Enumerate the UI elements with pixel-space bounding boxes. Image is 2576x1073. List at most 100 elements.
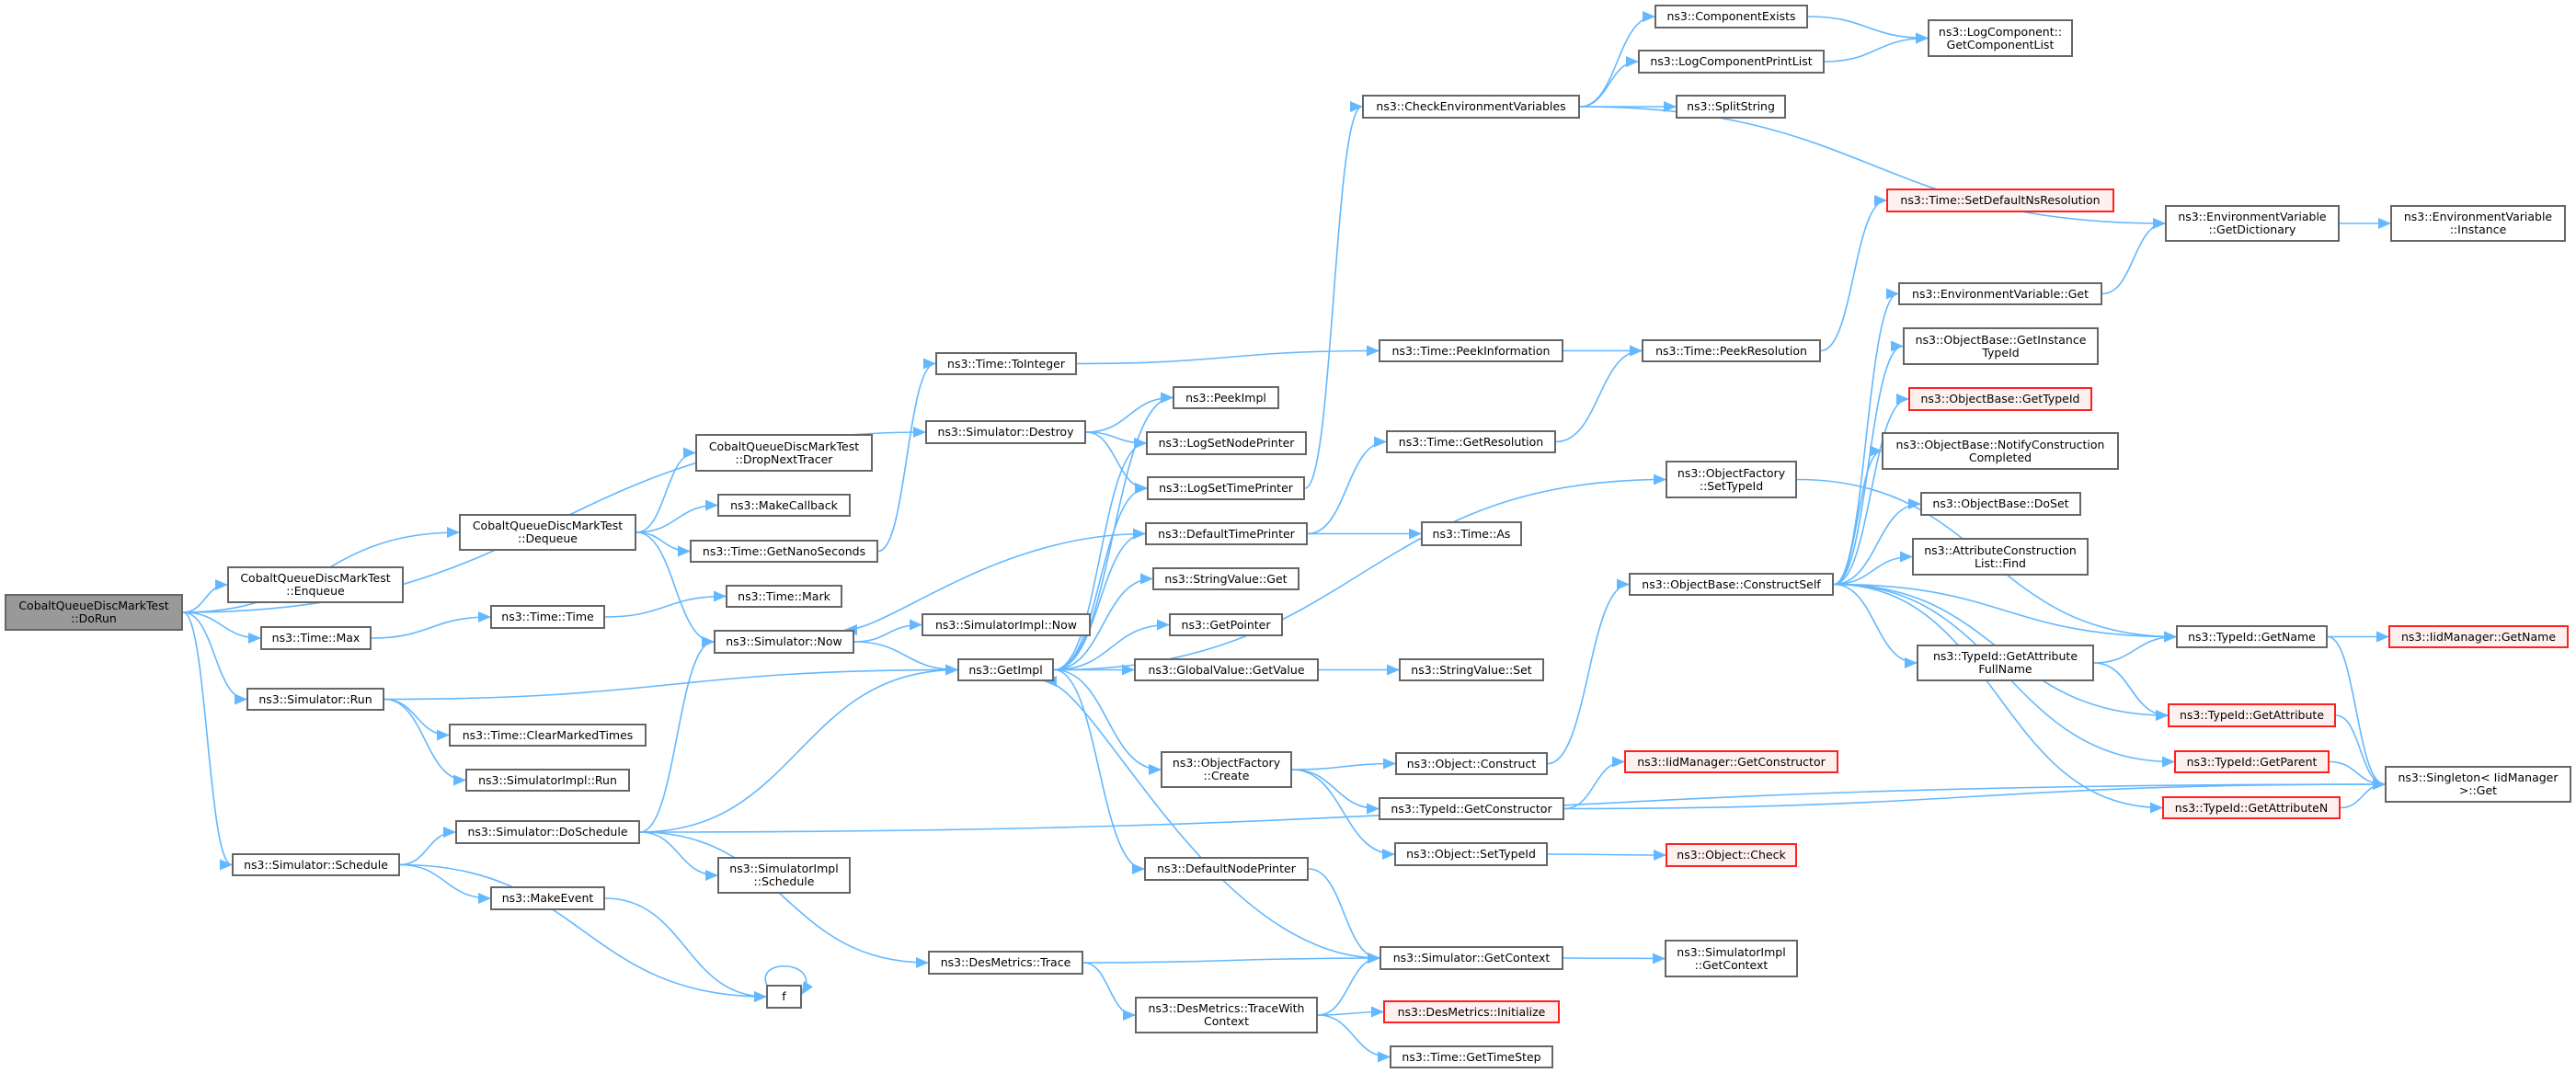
- graph-node-construct-self[interactable]: ns3::ObjectBase::ConstructSelf: [1629, 573, 1834, 596]
- graph-node-time-as[interactable]: ns3::Time::As: [1421, 521, 1522, 546]
- graph-node-string-get[interactable]: ns3::StringValue::Get: [1152, 567, 1299, 590]
- graph-node-get-parent[interactable]: ns3::TypeId::GetParent: [2174, 750, 2330, 773]
- edge-simNow-to-getImpl: [853, 641, 958, 676]
- edge-constructSelf-to-getInstanceTypeId: [1833, 340, 1904, 586]
- graph-node-sim-impl-schedule[interactable]: ns3::SimulatorImpl ::Schedule: [717, 857, 851, 894]
- graph-node-obj-factory-create[interactable]: ns3::ObjectFactory ::Create: [1161, 751, 1292, 788]
- edge-objSetTypeId-to-objCheck: [1547, 849, 1666, 861]
- graph-node-obj-check[interactable]: ns3::Object::Check: [1666, 843, 1797, 867]
- graph-node-env-instance[interactable]: ns3::EnvironmentVariable ::Instance: [2390, 205, 2566, 242]
- edge-componentExists-to-getComponentList: [1807, 16, 1929, 44]
- graph-node-f[interactable]: f: [766, 985, 802, 1009]
- edge-doSchedule-to-simNow: [639, 636, 715, 833]
- graph-node-peek-impl[interactable]: ns3::PeekImpl: [1173, 386, 1279, 409]
- edge-defaultNode-to-getContext: [1308, 868, 1380, 964]
- graph-node-get-nano[interactable]: ns3::Time::GetNanoSeconds: [690, 540, 878, 563]
- graph-node-dequeue[interactable]: CobaltQueueDiscMarkTest ::Dequeue: [459, 514, 636, 551]
- graph-node-get-instance-type-id[interactable]: ns3::ObjectBase::GetInstance TypeId: [1903, 327, 2099, 365]
- edge-logSetTime-to-checkEnv: [1304, 101, 1363, 489]
- graph-node-destroy[interactable]: ns3::Simulator::Destroy: [925, 420, 1086, 444]
- graph-node-enqueue[interactable]: CobaltQueueDiscMarkTest ::Enqueue: [227, 566, 404, 603]
- edge-constructSelf-to-attrFind: [1833, 551, 1913, 586]
- graph-node-type-id-get-name[interactable]: ns3::TypeId::GetName: [2176, 625, 2328, 648]
- graph-node-time-max[interactable]: ns3::Time::Max: [260, 626, 372, 650]
- graph-node-get-attr-full-name[interactable]: ns3::TypeId::GetAttribute FullName: [1917, 645, 2094, 681]
- edge-getImpl-to-objFactorySetTypeId: [1053, 474, 1666, 671]
- graph-node-get-attribute-n[interactable]: ns3::TypeId::GetAttributeN: [2162, 796, 2341, 819]
- edge-constructSelf-to-envGet: [1833, 288, 1899, 586]
- graph-node-get-impl[interactable]: ns3::GetImpl: [957, 658, 1054, 681]
- graph-node-log-comp-print-list[interactable]: ns3::LogComponentPrintList: [1638, 50, 1825, 74]
- edge-timeTime-to-timeMark: [604, 590, 727, 618]
- graph-node-do-run[interactable]: CobaltQueueDiscMarkTest ::DoRun: [5, 594, 183, 631]
- graph-node-get-dictionary[interactable]: ns3::EnvironmentVariable ::GetDictionary: [2165, 205, 2340, 242]
- edge-objFactoryCreate-to-getConstructor: [1291, 769, 1380, 815]
- graph-node-get-constructor[interactable]: ns3::TypeId::GetConstructor: [1379, 797, 1564, 820]
- graph-node-iid-get-constructor[interactable]: ns3::IidManager::GetConstructor: [1624, 750, 1838, 773]
- graph-node-attr-find[interactable]: ns3::AttributeConstruction List::Find: [1912, 538, 2089, 576]
- edge-getAttribute-to-singleton: [2335, 714, 2386, 790]
- edge-doSchedule-to-getImpl: [639, 664, 958, 833]
- graph-node-global-get-value[interactable]: ns3::GlobalValue::GetValue: [1134, 658, 1319, 681]
- graph-node-sim-impl-run[interactable]: ns3::SimulatorImpl::Run: [465, 769, 630, 792]
- edge-simRun-to-simImplRun: [384, 698, 466, 786]
- edge-traceWithContext-to-getTimeStep: [1317, 1014, 1391, 1063]
- graph-node-peek-resolution[interactable]: ns3::Time::PeekResolution: [1642, 339, 1821, 362]
- graph-node-component-exists[interactable]: ns3::ComponentExists: [1654, 5, 1808, 29]
- graph-node-obj-factory-set-type-id[interactable]: ns3::ObjectFactory ::SetTypeId: [1666, 461, 1797, 498]
- graph-node-to-integer[interactable]: ns3::Time::ToInteger: [935, 352, 1077, 375]
- graph-node-sim-now[interactable]: ns3::Simulator::Now: [714, 630, 854, 654]
- graph-node-des-trace[interactable]: ns3::DesMetrics::Trace: [928, 951, 1083, 975]
- graph-node-make-callback[interactable]: ns3::MakeCallback: [717, 494, 851, 517]
- graph-node-get-time-step[interactable]: ns3::Time::GetTimeStep: [1390, 1045, 1553, 1068]
- graph-node-clear-marked[interactable]: ns3::Time::ClearMarkedTimes: [449, 724, 647, 747]
- graph-node-time-mark[interactable]: ns3::Time::Mark: [726, 585, 842, 608]
- graph-node-notify-construction[interactable]: ns3::ObjectBase::NotifyConstruction Comp…: [1882, 432, 2119, 470]
- graph-node-get-component-list[interactable]: ns3::LogComponent:: GetComponentList: [1928, 19, 2073, 57]
- graph-node-sim-run[interactable]: ns3::Simulator::Run: [246, 688, 384, 711]
- graph-node-get-pointer[interactable]: ns3::GetPointer: [1169, 613, 1283, 636]
- graph-node-get-resolution[interactable]: ns3::Time::GetResolution: [1386, 430, 1556, 453]
- graph-node-log-set-time[interactable]: ns3::LogSetTimePrinter: [1147, 476, 1305, 500]
- graph-node-sim-impl-get-context[interactable]: ns3::SimulatorImpl ::GetContext: [1665, 940, 1798, 977]
- edge-constructSelf-to-doSet: [1833, 498, 1921, 586]
- graph-node-sim-impl-now[interactable]: ns3::SimulatorImpl::Now: [922, 613, 1091, 636]
- graph-node-default-time[interactable]: ns3::DefaultTimePrinter: [1145, 522, 1308, 545]
- graph-node-get-attribute[interactable]: ns3::TypeId::GetAttribute: [2168, 703, 2336, 727]
- edge-f-to-f: [764, 965, 814, 995]
- graph-node-des-init[interactable]: ns3::DesMetrics::Initialize: [1383, 1000, 1560, 1023]
- graph-node-env-get[interactable]: ns3::EnvironmentVariable::Get: [1898, 282, 2102, 305]
- graph-node-obj-set-type-id[interactable]: ns3::Object::SetTypeId: [1394, 842, 1548, 866]
- graph-node-do-schedule[interactable]: ns3::Simulator::DoSchedule: [455, 820, 640, 844]
- edge-desTrace-to-getContext: [1082, 953, 1380, 965]
- edge-traceWithContext-to-getContext: [1317, 953, 1380, 1016]
- edge-objFactoryCreate-to-objConstruct: [1291, 758, 1396, 771]
- graph-node-set-default-ns[interactable]: ns3::Time::SetDefaultNsResolution: [1886, 188, 2114, 212]
- graph-node-time-time[interactable]: ns3::Time::Time: [490, 605, 605, 629]
- graph-node-do-set[interactable]: ns3::ObjectBase::DoSet: [1920, 492, 2081, 516]
- edge-doRun-to-schedule: [182, 611, 233, 871]
- edge-doSchedule-to-desTrace: [639, 831, 929, 968]
- graph-node-singleton[interactable]: ns3::Singleton< IidManager >::Get: [2385, 766, 2571, 803]
- graph-node-default-node[interactable]: ns3::DefaultNodePrinter: [1144, 857, 1309, 881]
- graph-node-drop-next[interactable]: CobaltQueueDiscMarkTest ::DropNextTracer: [695, 434, 873, 472]
- graph-node-string-set[interactable]: ns3::StringValue::Set: [1399, 658, 1544, 681]
- graph-node-log-set-node[interactable]: ns3::LogSetNodePrinter: [1146, 431, 1307, 455]
- graph-node-obj-construct[interactable]: ns3::Object::Construct: [1395, 752, 1548, 775]
- graph-node-get-context[interactable]: ns3::Simulator::GetContext: [1380, 946, 1563, 970]
- edge-constructSelf-to-getAttributeN: [1833, 583, 2163, 814]
- graph-node-check-env[interactable]: ns3::CheckEnvironmentVariables: [1362, 95, 1580, 119]
- graph-node-trace-with-context[interactable]: ns3::DesMetrics::TraceWith Context: [1135, 997, 1318, 1033]
- edge-doSchedule-to-simImplSchedule: [639, 831, 718, 881]
- graph-node-iid-get-name[interactable]: ns3::IidManager::GetName: [2388, 625, 2569, 648]
- graph-node-peek-info[interactable]: ns3::Time::PeekInformation: [1379, 339, 1563, 362]
- edge-dequeue-to-dropNext: [635, 447, 696, 533]
- graph-node-split-string[interactable]: ns3::SplitString: [1676, 95, 1786, 119]
- edge-getAttrFullName-to-typeIdGetName: [2093, 631, 2177, 664]
- graph-node-make-event[interactable]: ns3::MakeEvent: [490, 886, 605, 910]
- edge-dequeue-to-simNow: [635, 531, 715, 647]
- graph-node-get-type-id[interactable]: ns3::ObjectBase::GetTypeId: [1908, 387, 2092, 411]
- edge-getAttrFullName-to-getAttribute: [2093, 662, 2169, 721]
- edge-objConstruct-to-constructSelf: [1547, 578, 1630, 765]
- graph-node-schedule[interactable]: ns3::Simulator::Schedule: [232, 853, 400, 876]
